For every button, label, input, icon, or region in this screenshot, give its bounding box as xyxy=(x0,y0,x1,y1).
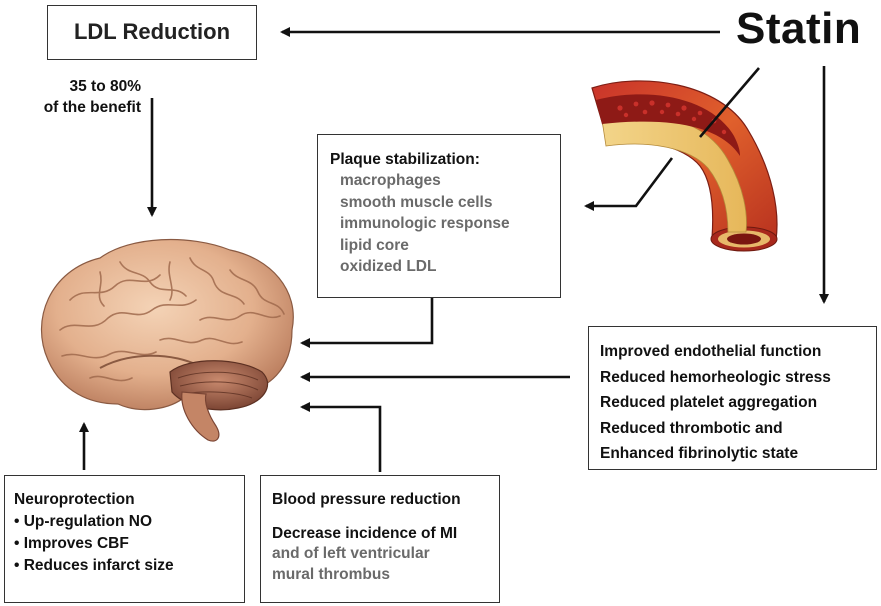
arrow-bp-to-brain xyxy=(300,402,382,472)
plaque-item: oxidized LDL xyxy=(340,258,437,275)
blood-pressure-box: Blood pressure reduction Decrease incide… xyxy=(260,475,500,603)
neuroprotection-item: • Reduces infarct size xyxy=(14,557,174,574)
line-statin-to-artery xyxy=(699,67,760,138)
plaque-stabilization-title: Plaque stabilization: xyxy=(330,151,480,168)
benefit-label: 35 to 80% of the benefit xyxy=(41,76,141,118)
arrow-plaque-to-brain xyxy=(300,298,434,348)
arrow-artery-to-plaque xyxy=(584,157,674,211)
statin-title: Statin xyxy=(736,4,862,53)
plaque-item: lipid core xyxy=(340,236,409,254)
endothelial-item: Reduced hemorheologic stress xyxy=(600,368,831,386)
neuroprotection-title: Neuroprotection xyxy=(14,491,135,508)
endothelial-effects-box: Improved endothelial function Reduced he… xyxy=(588,326,877,470)
plaque-stabilization-box: Plaque stabilization: macrophages smooth… xyxy=(317,134,561,298)
neuroprotection-item: • Improves CBF xyxy=(14,535,129,552)
artery-plaque-illustration xyxy=(591,80,778,252)
mi-item: and of left ventricular xyxy=(272,545,430,562)
plaque-item: immunologic response xyxy=(340,215,510,232)
endothelial-item: Reduced platelet aggregation xyxy=(600,394,818,411)
plaque-item: macrophages xyxy=(340,172,441,189)
neuroprotection-item: • Up-regulation NO xyxy=(14,513,153,530)
brain-illustration xyxy=(40,238,294,442)
benefit-caption: of the benefit xyxy=(43,99,141,116)
plaque-item: smooth muscle cells xyxy=(340,193,493,211)
benefit-percentage: 35 to 80% xyxy=(69,78,141,95)
ldl-reduction-box: LDL Reduction xyxy=(47,5,257,60)
blood-pressure-title: Blood pressure reduction xyxy=(272,491,461,508)
neuroprotection-box: Neuroprotection • Up-regulation NO • Imp… xyxy=(4,475,245,603)
endothelial-item: Reduced thrombotic and xyxy=(600,419,783,437)
ldl-reduction-title: LDL Reduction xyxy=(73,19,231,44)
mi-item: mural thrombus xyxy=(272,565,390,583)
endothelial-item: Enhanced fibrinolytic state xyxy=(600,445,799,462)
mi-title: Decrease incidence of MI xyxy=(272,525,458,542)
endothelial-item: Improved endothelial function xyxy=(600,343,822,360)
